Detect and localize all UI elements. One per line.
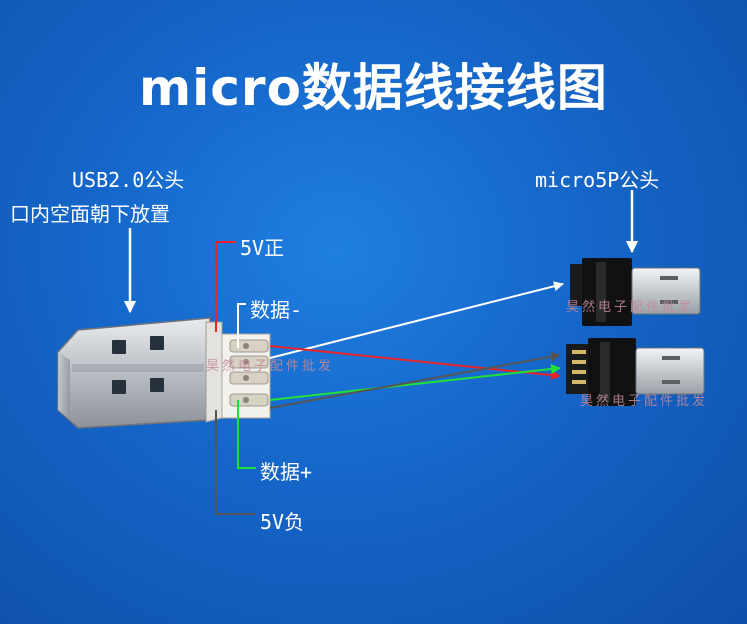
leader-data-minus: [237, 303, 246, 348]
leader-data-plus: [237, 400, 256, 469]
usb-label-line2: 口内空面朝下放置: [10, 202, 170, 226]
watermark-top-right: 昊然电子配件批发: [566, 300, 695, 315]
wire-data-plus: [269, 364, 561, 401]
page-title: micro数据线接线图: [139, 59, 608, 117]
micro-plug-top-image: [570, 258, 701, 326]
usb-label-line1: USB2.0公头: [72, 168, 185, 192]
wire-data-minus: [269, 281, 564, 359]
label-data-plus: 数据+: [260, 460, 313, 484]
watermark-bottom-right: 昊然电子配件批发: [580, 394, 709, 409]
usb-a-plug-image: [57, 317, 271, 429]
label-data-minus: 数据-: [250, 298, 303, 322]
wire-5v-negative: [269, 351, 561, 409]
leader-5v-negative: [215, 410, 256, 515]
wire-5v-positive: [269, 345, 561, 381]
micro-plug-bottom-image: [566, 338, 705, 406]
micro-label: micro5P公头: [535, 168, 660, 192]
label-5v-negative: 5V负: [260, 510, 305, 534]
watermark-left: 昊然电子配件批发: [206, 359, 335, 374]
label-5v-positive: 5V正: [240, 236, 285, 260]
leader-5v-positive: [215, 241, 236, 332]
